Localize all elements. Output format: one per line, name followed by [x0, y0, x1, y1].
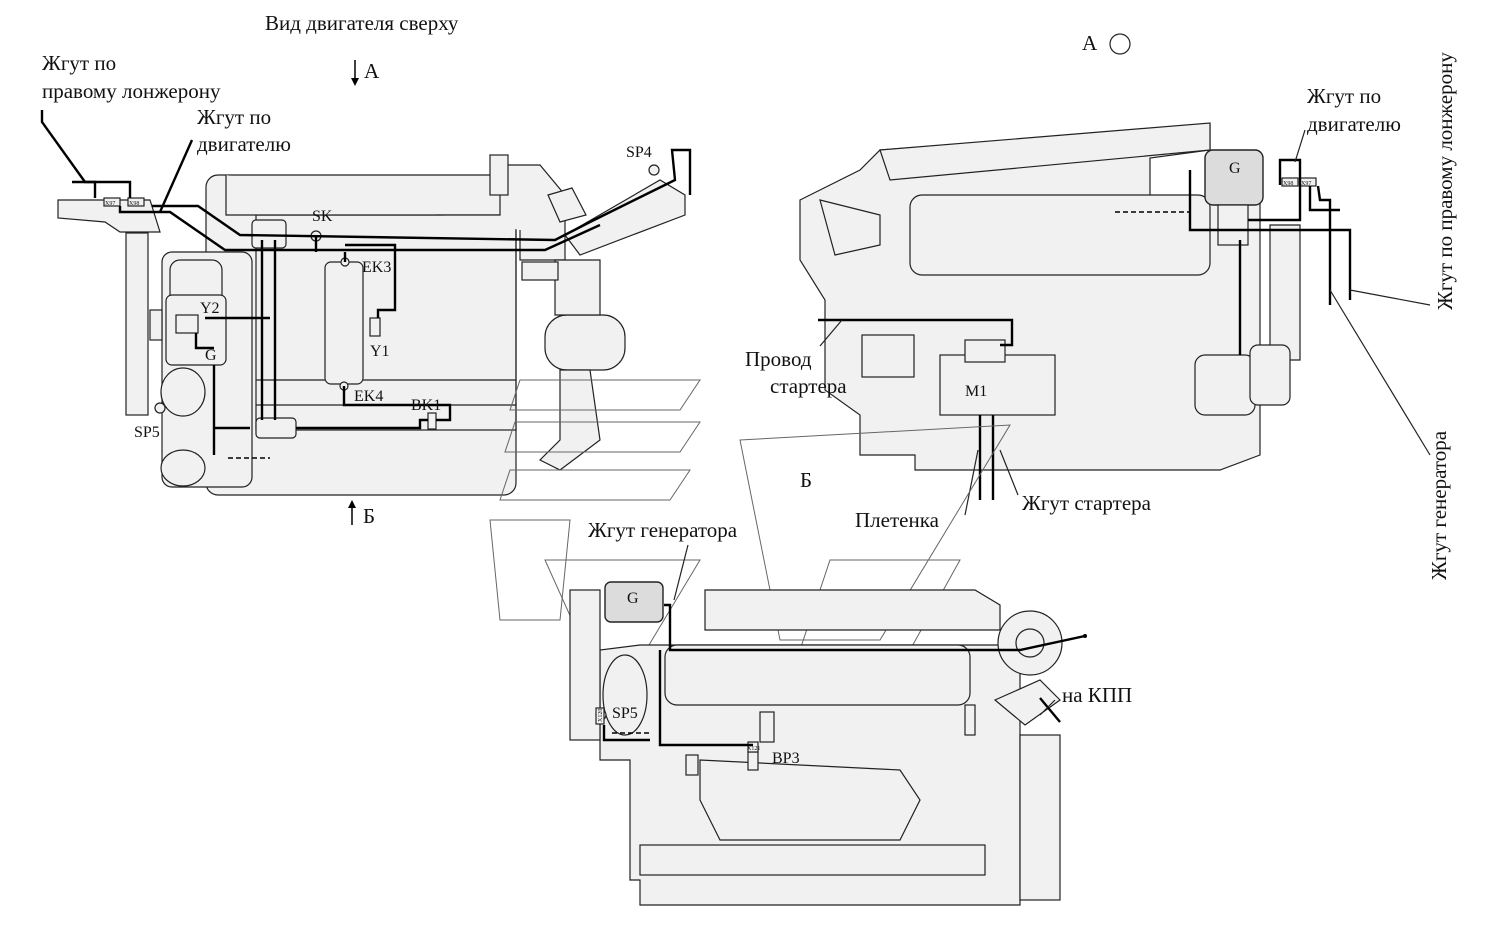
generator-mount-a	[1217, 204, 1249, 246]
comp-y2: Y2	[200, 300, 220, 317]
conn-x97-top: X97	[105, 201, 115, 207]
label-harness-right-member-1: Жгут по	[42, 51, 116, 75]
bp3-sensor	[747, 751, 759, 771]
bracket-left	[149, 309, 163, 341]
label-harness-generator-vertical: Жгут генератора	[1427, 430, 1451, 580]
comp-bp3: BP3	[772, 750, 800, 767]
conn-x97-right: X97	[1301, 181, 1311, 187]
starter-bracket	[861, 334, 915, 378]
y2-valve	[175, 314, 199, 334]
oil-pan-b	[639, 844, 986, 876]
sp4-sensor	[648, 164, 660, 176]
clamp-b2	[964, 704, 976, 736]
label-to-gearbox: на КПП	[1062, 683, 1132, 707]
label-starter-wire-2: стартера	[770, 374, 847, 398]
comp-g-bottom: G	[627, 590, 639, 607]
label-harness-right-member-vertical: Жгут по правому лонжерону	[1433, 52, 1457, 310]
conn-x120: X120	[598, 709, 604, 722]
label-harness-right-member-2: правому лонжерону	[42, 79, 221, 103]
comp-m1: M1	[965, 383, 987, 400]
engine-view-b	[489, 379, 1087, 906]
bracket-b	[685, 754, 699, 776]
exhaust-pipe-top	[538, 369, 601, 471]
conn-x121: X121	[747, 746, 760, 752]
generator-a	[1204, 149, 1264, 206]
y1-valve	[369, 317, 381, 337]
turbo-b	[997, 610, 1063, 676]
harness-right-member-line	[40, 110, 97, 198]
comp-sp4: SP4	[626, 144, 652, 161]
clamp-b	[759, 711, 775, 743]
comp-g-right: G	[1229, 160, 1241, 177]
head-cover-b	[664, 644, 971, 706]
comp-sp5-bottom: SP5	[612, 705, 638, 722]
conn-x98-right: X98	[1283, 181, 1293, 187]
charge-pipe-a	[879, 122, 1211, 181]
pump-top	[160, 449, 206, 487]
compressor-b	[602, 654, 648, 736]
comp-sk: SK	[312, 208, 333, 225]
pipe-flange-top	[521, 261, 559, 281]
turbo-top	[544, 314, 626, 371]
x120-connector	[595, 707, 605, 725]
label-harness-engine-2: двигателю	[197, 132, 291, 156]
exhaust-manifold-b	[699, 759, 921, 841]
comp-sp5-top: SP5	[134, 424, 160, 441]
comp-ek3: EK3	[362, 259, 391, 276]
marker-b-bottom: Б	[363, 504, 375, 528]
engine-view-a	[799, 33, 1431, 516]
label-harness-starter: Жгут стартера	[1022, 491, 1152, 515]
marker-a-view: А	[1082, 31, 1098, 55]
head-bottom	[255, 417, 297, 439]
filter-top	[547, 187, 587, 223]
starter-m1	[939, 354, 1056, 416]
damper-a	[1249, 344, 1291, 406]
marker-a-top: А	[364, 59, 380, 83]
label-harness-engine-1: Жгут по	[197, 105, 271, 129]
comp-ek4: EK4	[354, 388, 383, 405]
head-top	[251, 219, 287, 249]
engine-harness-line	[118, 206, 601, 252]
radiator-b	[569, 589, 601, 741]
label-braid: Плетенка	[855, 508, 940, 532]
x121-connector	[747, 741, 759, 753]
view-a-circle	[1109, 33, 1131, 55]
exhaust-elbow-b	[993, 679, 1061, 726]
label-harness-engine-right-2: двигателю	[1307, 112, 1401, 136]
gearbox-b	[1019, 734, 1061, 901]
pulley-a	[1269, 224, 1301, 361]
label-starter-wire-1: Провод	[745, 347, 812, 371]
radiator	[125, 232, 149, 416]
conn-x98-top: X98	[129, 201, 139, 207]
x98-connector-right	[1281, 177, 1299, 187]
view-title: Вид двигателя сверху	[265, 11, 459, 35]
engine-top-view	[40, 60, 692, 525]
starter-solenoid	[964, 339, 1006, 363]
sp5-sensor-top	[154, 402, 166, 414]
x97-connector-top	[103, 197, 121, 207]
intake-pipe-top	[489, 154, 509, 196]
head-cover-a	[909, 194, 1211, 276]
charge-pipe-b	[704, 589, 1001, 631]
lower-housing-a	[1194, 354, 1256, 416]
air-duct-top	[564, 179, 686, 256]
comp-bk1: BK1	[411, 397, 441, 414]
marker-b-view: Б	[800, 468, 812, 492]
turbo-a	[819, 199, 881, 256]
fan-shroud	[57, 199, 161, 233]
intake-manifold	[225, 164, 566, 261]
bk1-sensor	[427, 412, 437, 430]
fuel-filter	[324, 261, 364, 385]
x98-connector-top	[127, 197, 145, 207]
compressor-top	[160, 367, 206, 417]
comp-y1: Y1	[370, 343, 390, 360]
generator-b	[604, 581, 664, 623]
comp-g-top: G	[205, 347, 217, 364]
label-harness-engine-right-1: Жгут по	[1307, 84, 1381, 108]
label-harness-generator-bottom: Жгут генератора	[588, 518, 738, 542]
turbo-housing-top	[554, 259, 601, 316]
